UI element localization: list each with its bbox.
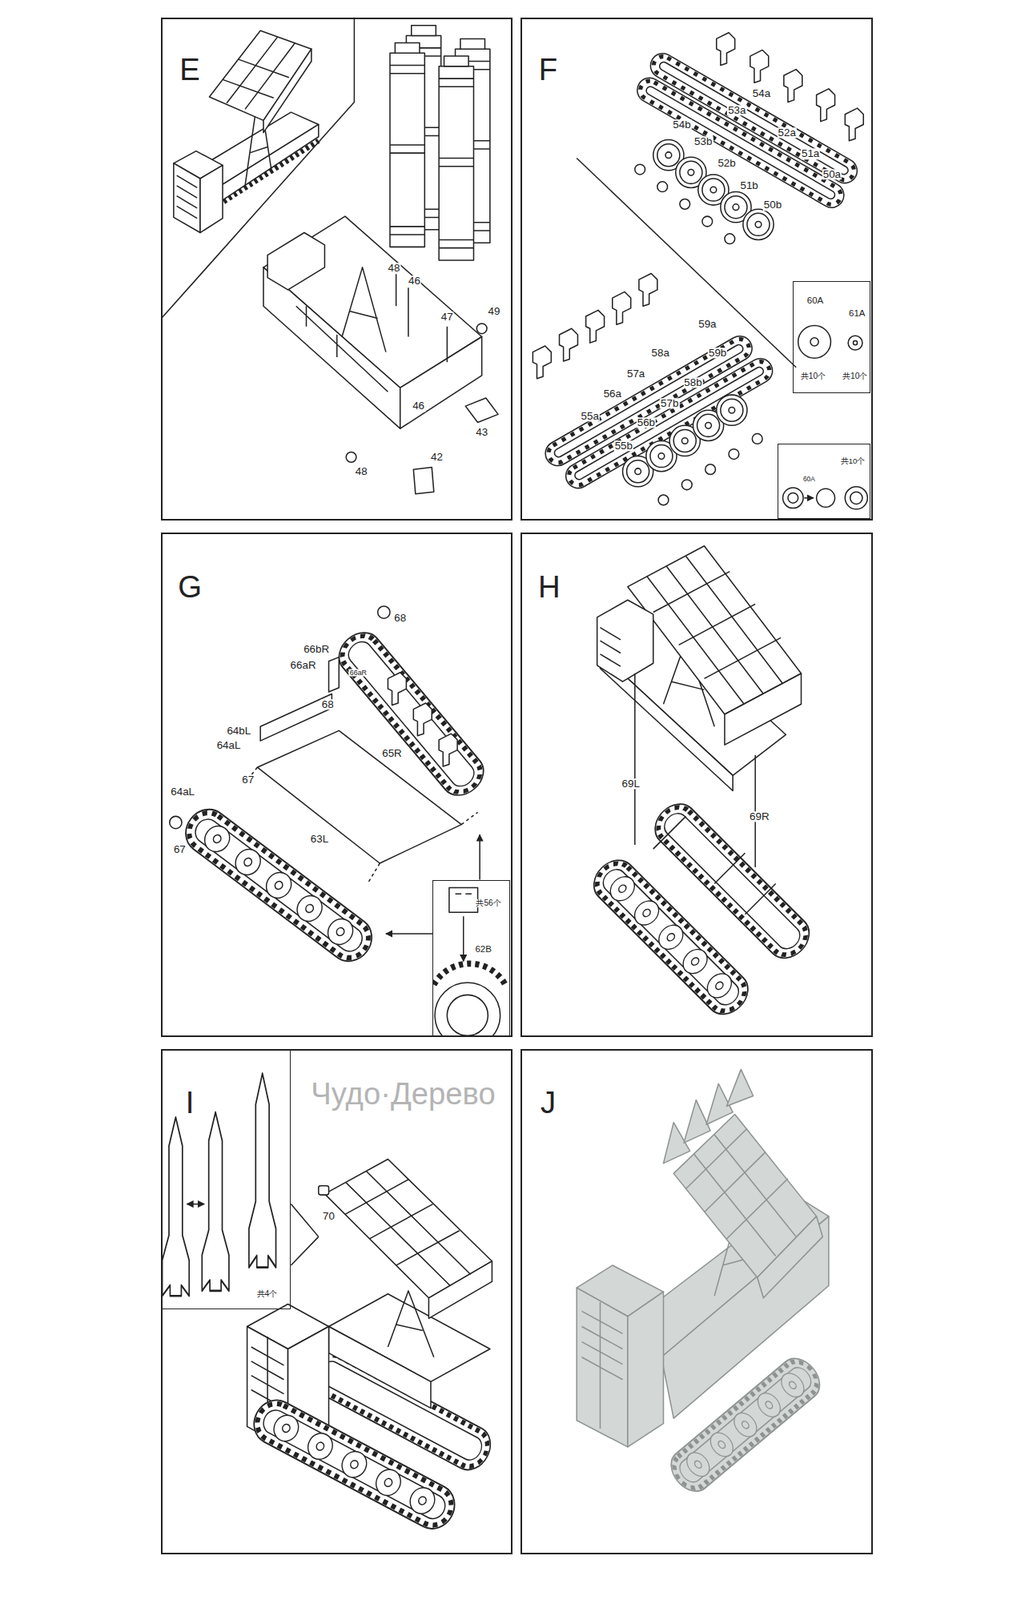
part-number: 66aR <box>289 659 318 671</box>
step-letter: I <box>184 1087 196 1118</box>
part-number: 69L <box>621 778 641 789</box>
step-panel: E <box>160 17 512 521</box>
part-number: 43 <box>474 427 489 439</box>
quantity-note: 共4个 <box>256 1290 279 1299</box>
step-letter: E <box>178 54 201 85</box>
step-letter: H <box>537 571 562 603</box>
step-panel: F60A61A共10个共10个共10个60A <box>520 17 873 521</box>
part-number: 52a <box>777 127 797 138</box>
quantity-note: 61A <box>848 309 866 318</box>
quantity-note: 共56个 <box>474 898 502 907</box>
inset-box: 共10个 60A <box>777 443 871 519</box>
part-number: 67 <box>172 844 187 855</box>
step-panel: H <box>520 532 873 1038</box>
panel-j-render <box>576 1069 829 1499</box>
part-number: 51b <box>739 180 759 191</box>
part-number: 46 <box>411 401 426 412</box>
step-letter: G <box>176 571 203 603</box>
quantity-note: 共10个 <box>799 372 827 381</box>
part-number: 53b <box>693 136 713 147</box>
inset-box: 60A 61A 共10个 共10个 <box>792 281 871 394</box>
part-number: 55a <box>580 410 600 422</box>
step-panel: G 共56个 62B <box>160 532 512 1038</box>
part-number: 52b <box>716 157 736 169</box>
panel-g-drawing <box>169 606 506 1049</box>
part-number: 59a <box>697 319 717 330</box>
part-number: 46 <box>407 275 422 286</box>
quantity-note: 共10个 <box>841 372 869 381</box>
quantity-note: 62B <box>474 945 492 955</box>
part-number: 48 <box>387 263 402 274</box>
panel-e-drawing <box>161 17 499 495</box>
part-number: 66bR <box>302 643 330 655</box>
part-number: 58a <box>651 347 671 358</box>
part-number: 58b <box>683 377 703 388</box>
part-number: 63L <box>309 833 330 845</box>
part-number: 59b <box>707 347 728 358</box>
part-number: 64bL <box>225 725 252 736</box>
step-letter: F <box>538 54 559 85</box>
quantity-note: 共10个 <box>840 457 867 466</box>
inset-box: 共56个 62B <box>432 880 511 1038</box>
part-number: 56b <box>636 417 656 428</box>
part-number: 67 <box>241 774 255 785</box>
part-number: 68 <box>393 613 407 624</box>
quantity-note: 60A <box>806 296 824 306</box>
panel-i-drawing <box>162 1073 499 1536</box>
part-number: 66aR <box>349 669 368 677</box>
part-number: 68 <box>321 699 335 710</box>
part-number: 64aL <box>216 739 242 751</box>
step-letter: J <box>539 1087 557 1118</box>
step-panel: I 共4个 <box>160 1049 512 1555</box>
part-number: 56a <box>602 388 623 399</box>
part-number: 57b <box>659 397 680 409</box>
part-number: 57a <box>626 368 646 379</box>
watermark: Чудо·Дерево <box>310 1078 495 1110</box>
part-number: 48 <box>354 466 369 477</box>
part-number: 47 <box>440 312 455 323</box>
part-number: 65R <box>381 747 403 759</box>
part-number: 50b <box>763 200 783 211</box>
part-number: 69R <box>748 811 771 822</box>
panel-f-drawing <box>532 32 868 510</box>
part-number: 50a <box>822 168 842 180</box>
part-number: 51a <box>800 148 820 160</box>
part-number: 42 <box>430 451 444 463</box>
step-panel: J <box>520 1049 873 1555</box>
quantity-note: 60A <box>802 475 816 483</box>
part-number: 54a <box>751 88 772 100</box>
part-number: 70 <box>321 1211 336 1222</box>
part-number: 55b <box>614 440 634 451</box>
part-number: 49 <box>487 305 502 317</box>
inset-box: 共4个 <box>160 1049 291 1310</box>
panel-h-drawing <box>586 546 818 1023</box>
part-number: 53a <box>727 104 747 116</box>
part-number: 64aL <box>169 786 196 797</box>
part-number: 54b <box>671 119 692 130</box>
